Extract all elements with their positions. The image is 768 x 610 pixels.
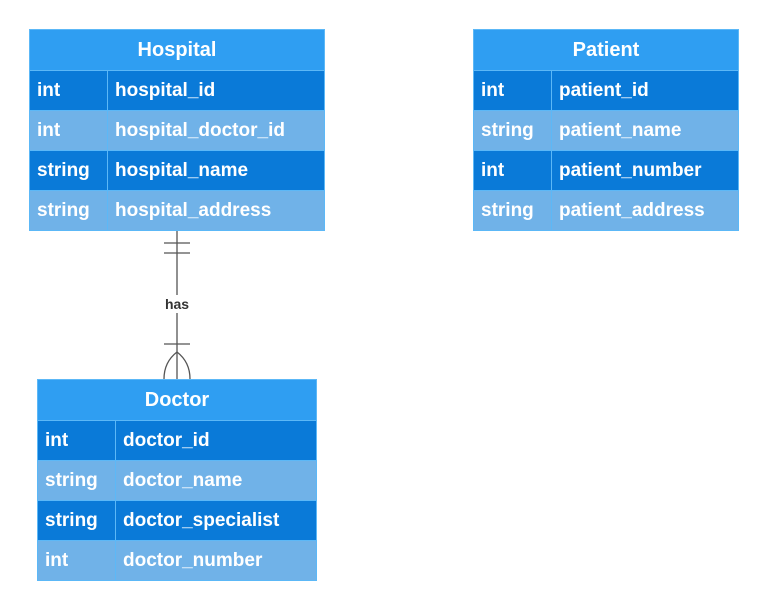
attribute-name: patient_name [559, 120, 682, 141]
attribute-type: string [38, 461, 116, 500]
table-row[interactable]: string hospital_name [30, 150, 324, 190]
attribute-name: doctor_id [123, 430, 210, 451]
entity-doctor[interactable]: Doctor int doctor_id string doctor_name … [37, 379, 317, 581]
attribute-type: int [38, 541, 116, 580]
attribute-type: int [474, 71, 552, 110]
crows-foot-right [176, 351, 191, 380]
attribute-type: string [30, 151, 108, 190]
table-row[interactable]: int doctor_number [38, 540, 316, 580]
table-row[interactable]: string doctor_specialist [38, 500, 316, 540]
table-row[interactable]: string patient_name [474, 110, 738, 150]
crows-foot-left [163, 351, 178, 380]
attribute-name: hospital_address [115, 200, 272, 221]
table-row[interactable]: int hospital_id [30, 70, 324, 110]
attribute-name: patient_number [559, 160, 702, 181]
table-row[interactable]: string patient_address [474, 190, 738, 230]
attribute-type: int [474, 151, 552, 190]
attribute-type: string [474, 191, 552, 230]
table-row[interactable]: int patient_number [474, 150, 738, 190]
relationship-label: has [161, 295, 193, 313]
attribute-name: hospital_doctor_id [115, 120, 285, 141]
table-row[interactable]: int hospital_doctor_id [30, 110, 324, 150]
attribute-name: doctor_number [123, 550, 263, 571]
entity-title: Doctor [144, 389, 210, 411]
attribute-name: doctor_specialist [123, 510, 280, 531]
attribute-type: string [30, 191, 108, 230]
attribute-name: patient_id [559, 80, 649, 101]
table-row[interactable]: string hospital_address [30, 190, 324, 230]
attribute-name: hospital_name [115, 160, 249, 181]
entity-title: Hospital [137, 39, 217, 61]
attribute-name: hospital_id [115, 80, 216, 101]
table-row[interactable]: int doctor_id [38, 420, 316, 460]
attribute-type: int [30, 71, 108, 110]
attribute-type: string [38, 501, 116, 540]
entity-hospital[interactable]: Hospital int hospital_id int hospital_do… [29, 29, 325, 231]
table-row[interactable]: string doctor_name [38, 460, 316, 500]
entity-title: Patient [572, 39, 640, 61]
attribute-name: patient_address [559, 200, 705, 221]
attribute-type: string [474, 111, 552, 150]
attribute-type: int [38, 421, 116, 460]
table-row[interactable]: int patient_id [474, 70, 738, 110]
attribute-type: int [30, 111, 108, 150]
entity-patient[interactable]: Patient int patient_id string patient_na… [473, 29, 739, 231]
attribute-name: doctor_name [123, 470, 243, 491]
